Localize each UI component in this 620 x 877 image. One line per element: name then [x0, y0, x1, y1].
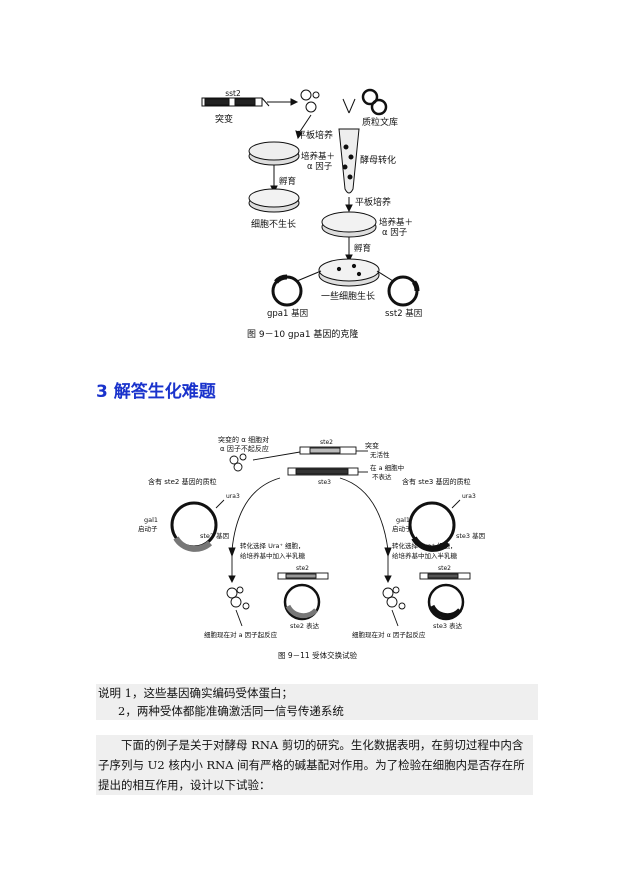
label-ste2-gene: ste2 基因 [200, 531, 229, 540]
label-in-cell-b: 不表达 [372, 472, 392, 481]
label-no-growth: 细胞不生长 [251, 218, 296, 230]
label-select-left-a: 转化选择 Ura⁺ 细胞， [240, 541, 304, 550]
label-ste3-express: ste3 表达 [433, 621, 463, 630]
body-paragraph: 下面的例子是关于对酵母 RNA 剪切的研究。生化数据表明，在剪切过程中内含子序列… [96, 735, 533, 795]
figure2-caption: 图 9－11 受体交换试验 [278, 650, 358, 660]
label-medium-2b: α 因子 [382, 228, 408, 238]
label-ste2-express: ste2 表达 [290, 621, 320, 630]
note-line-1: 说明 1，这些基因确实编码受体蛋白； [96, 684, 538, 702]
label-gal1-right-b: 启动子 [392, 524, 412, 533]
label-plate-culture-1: 平板培养 [297, 129, 333, 141]
label-plasmid-ste3: 含有 ste3 基因的质粒 [402, 477, 471, 486]
label-gpa1-gene: gpa1 基因 [267, 308, 308, 319]
label-incubate-2: 孵育 [354, 243, 371, 254]
label-yeast-transform: 酵母转化 [360, 154, 396, 166]
label-mutant-cell-b: α 因子不起反应 [220, 444, 269, 453]
figure1-caption: 图 9－10 gpa1 基因的克隆 [247, 328, 358, 340]
label-select-left-b: 给培养基中加入半乳糖 [240, 551, 306, 560]
label-mutation-2: 突变 [365, 441, 379, 450]
label-respond-left: 细胞现在对 a 因子起反应 [204, 630, 278, 639]
label-no-activity: 无活性 [370, 450, 390, 459]
label-in-cell-a: 在 a 细胞中 [370, 463, 404, 472]
label-sst2-gene: sst2 基因 [385, 308, 422, 319]
label-plate-culture-2: 平板培养 [355, 196, 391, 208]
label-ste2-bottom-left: ste2 [296, 565, 309, 572]
label-gal1-left-b: 启动子 [138, 524, 158, 533]
label-ura3-left: ura3 [226, 493, 240, 500]
label-incubate-1: 孵育 [279, 176, 296, 187]
label-sst2: sst2 [225, 89, 241, 98]
label-ste3-top: ste3 [318, 479, 331, 486]
label-plasmid-library: 质粒文库 [362, 116, 398, 128]
label-mutation: 突变 [215, 113, 233, 125]
label-mutant-cell-a: 突变的 α 细胞对 [218, 435, 269, 444]
label-medium-1b: α 因子 [307, 162, 333, 172]
note-line-2: 2，两种受体都能准确激活同一信号传递系统 [96, 702, 538, 720]
section-heading: 3 解答生化难题 [96, 382, 216, 402]
label-ste2-bottom-right: ste2 [438, 565, 451, 572]
body-paragraph-text: 下面的例子是关于对酵母 RNA 剪切的研究。生化数据表明，在剪切过程中内含子序列… [98, 738, 525, 792]
label-ura3-right: ura3 [462, 493, 476, 500]
label-respond-right: 细胞现在对 α 因子起反应 [352, 630, 426, 639]
label-medium-2a: 培养基＋ [379, 217, 413, 228]
label-some-growth: 一些细胞生长 [321, 290, 375, 302]
figure-receptor-exchange: 突变的 α 细胞对 α 因子不起反应 突变 无活性 在 a 细胞中 不表达 st… [130, 430, 492, 668]
label-select-right-b: 给培养基中加入半乳糖 [392, 551, 458, 560]
label-medium-1a: 培养基＋ [301, 151, 335, 162]
label-ste3-gene: ste3 基因 [456, 531, 485, 540]
note-line-2-text: 2，两种受体都能准确激活同一信号传递系统 [118, 704, 344, 718]
figure-gpa1-cloning: sst2 突变 质粒文库 平板培养 培养基＋ α 因子 酵母转化 孵育 细胞不生… [199, 85, 429, 347]
label-plasmid-ste2: 含有 ste2 基因的质粒 [148, 477, 217, 486]
label-select-right-a: 转化选择 Ura⁺ 细胞， [392, 541, 456, 550]
label-gal1-right-a: gal1 [396, 516, 410, 524]
label-ste2-top: ste2 [320, 439, 333, 446]
label-gal1-left-a: gal1 [144, 516, 158, 524]
